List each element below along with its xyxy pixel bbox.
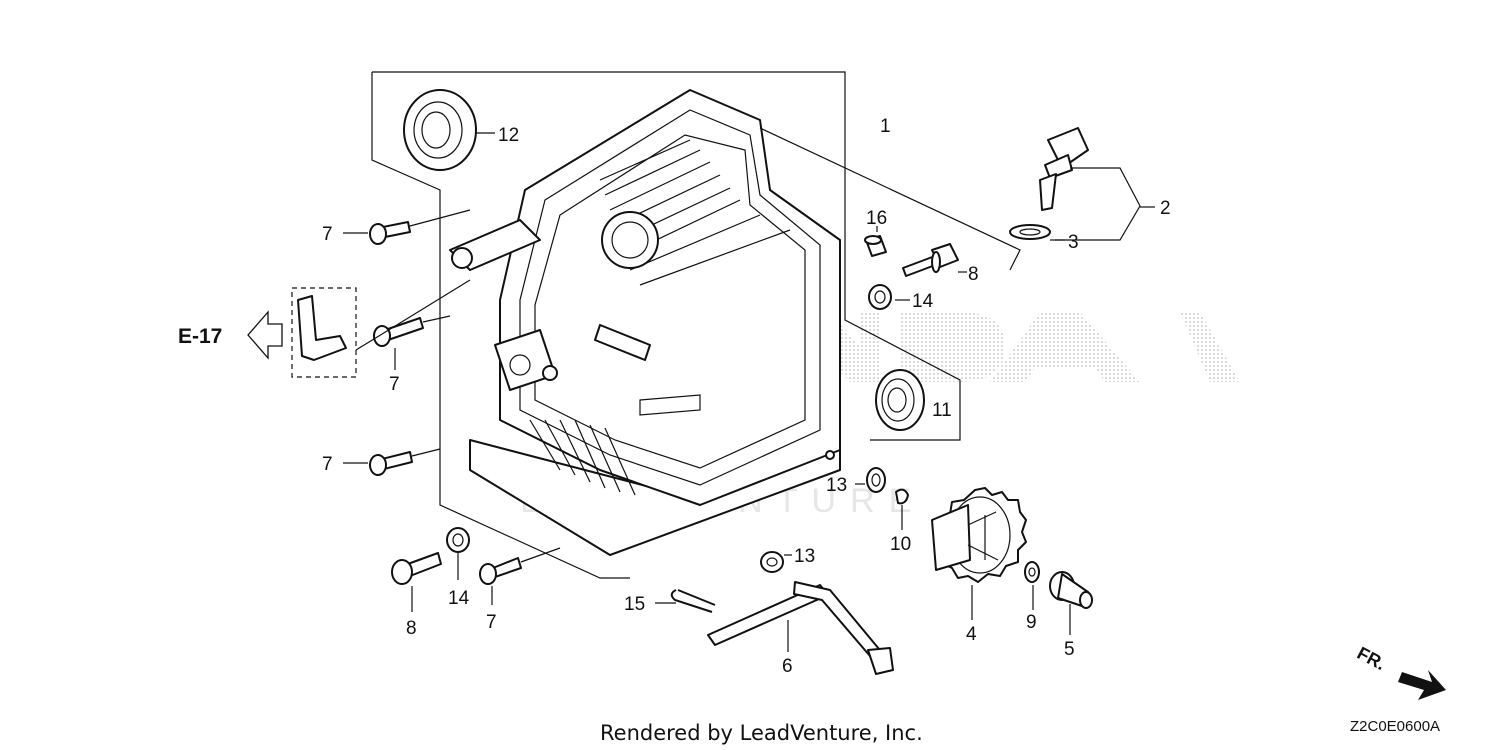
callout-15: 15 [624, 594, 645, 615]
retaining-clip-part [895, 488, 909, 505]
flange-bolt-part [369, 221, 411, 245]
flange-bolt-part [391, 552, 442, 585]
thrust-washer-part [866, 467, 886, 493]
thrust-washer-part [760, 551, 784, 573]
flange-bolt-part [373, 317, 424, 347]
flange-bolt-part [902, 243, 959, 277]
reference-label: E-17 [178, 325, 222, 348]
callout-7: 7 [322, 454, 333, 475]
callout-6: 6 [782, 656, 793, 677]
callout-11: 11 [932, 400, 952, 421]
callout-14: 14 [912, 291, 934, 312]
callout-7: 7 [389, 374, 400, 395]
callout-13: 13 [794, 546, 815, 567]
callout-16: 16 [866, 208, 887, 229]
callout-13: 13 [826, 475, 847, 496]
gear-shaft-part [1049, 571, 1093, 609]
breather-tube-reference-box [291, 287, 357, 378]
crankcase-cover-part [449, 89, 841, 556]
callout-8: 8 [968, 264, 979, 285]
callout-7: 7 [322, 224, 333, 245]
oil-filler-cap-part [1039, 127, 1089, 211]
front-indicator-label: FR. [1354, 643, 1389, 674]
left-arrow-icon [247, 310, 283, 360]
callout-14: 14 [448, 588, 470, 609]
washer-part [868, 284, 892, 310]
callout-5: 5 [1064, 639, 1075, 660]
footer-credit: Rendered by LeadVenture, Inc. [600, 721, 923, 745]
callout-7: 7 [486, 612, 497, 633]
washer-part [446, 527, 470, 553]
governor-arm-part [707, 581, 894, 675]
breather-tube-part [297, 295, 347, 361]
callout-1: 1 [880, 116, 891, 137]
callout-8: 8 [406, 618, 417, 639]
callout-9: 9 [1026, 612, 1037, 633]
callout-3: 3 [1068, 232, 1079, 253]
hair-pin-clip-part [670, 589, 716, 613]
callout-10: 10 [890, 534, 911, 555]
front-direction-arrow-icon [1398, 670, 1446, 700]
small-washer-part [1024, 561, 1040, 583]
callout-4: 4 [966, 624, 977, 645]
oil-seal-part [403, 89, 477, 171]
flange-bolt-part [479, 557, 522, 585]
flange-bolt-part [369, 451, 413, 476]
callout-2: 2 [1160, 198, 1171, 219]
ball-bearing-part [875, 369, 925, 431]
governor-gear-part [931, 487, 1027, 583]
callout-12: 12 [498, 125, 519, 146]
dowel-pin-part [864, 235, 887, 257]
diagram-code: Z2C0E0600A [1350, 718, 1440, 735]
o-ring-part [1009, 224, 1051, 240]
crankcase-group-bracket [371, 71, 961, 579]
